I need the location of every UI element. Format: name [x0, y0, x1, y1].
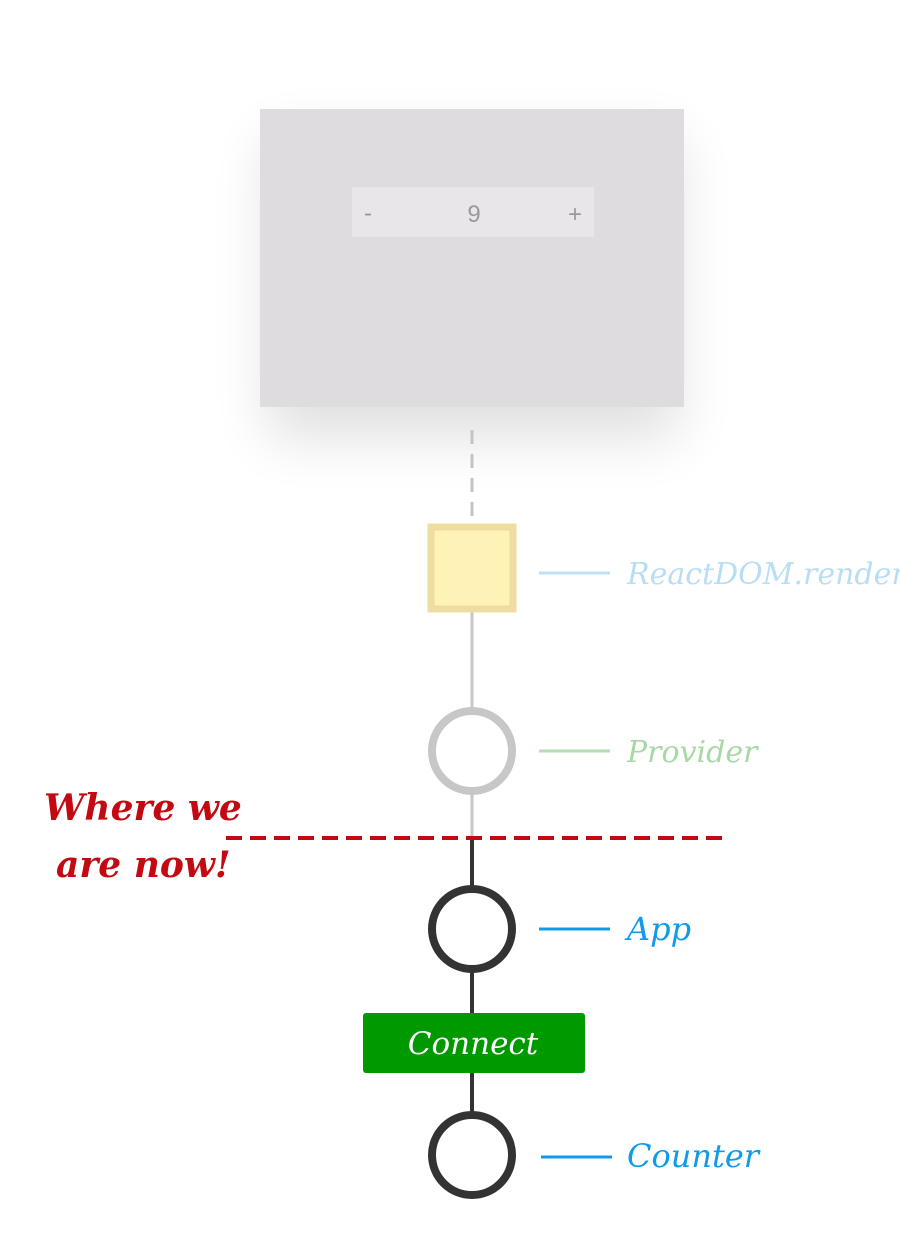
current-position-marker: Where we are now! [44, 787, 722, 886]
connect-node: Connect [363, 1013, 585, 1073]
app-node-circle [428, 885, 516, 973]
annotation-line-1: Where we [44, 787, 242, 829]
connect-node-box [363, 1013, 585, 1073]
app-node: App [428, 885, 691, 973]
render-node-box [427, 523, 517, 613]
provider-label: Provider [626, 735, 759, 770]
counter-widget: - 9 + [352, 187, 594, 237]
counter-widget-box [352, 187, 594, 237]
app-preview: - 9 + [260, 109, 684, 438]
annotation-line-2: are now! [56, 844, 231, 886]
provider-node-circle [428, 707, 516, 795]
counter-label: Counter [627, 1137, 761, 1175]
counter-node: Counter [428, 1111, 761, 1199]
decrement-button[interactable]: - [364, 200, 372, 227]
counter-value: 9 [467, 201, 480, 228]
connect-label: Connect [408, 1026, 539, 1062]
render-label: ReactDOM.render [626, 557, 900, 592]
provider-node: Provider [428, 707, 759, 795]
render-node: ReactDOM.render [427, 523, 900, 613]
app-label: App [624, 910, 691, 948]
counter-node-circle [428, 1111, 516, 1199]
app-preview-card [260, 109, 684, 407]
increment-button[interactable]: + [568, 201, 582, 228]
